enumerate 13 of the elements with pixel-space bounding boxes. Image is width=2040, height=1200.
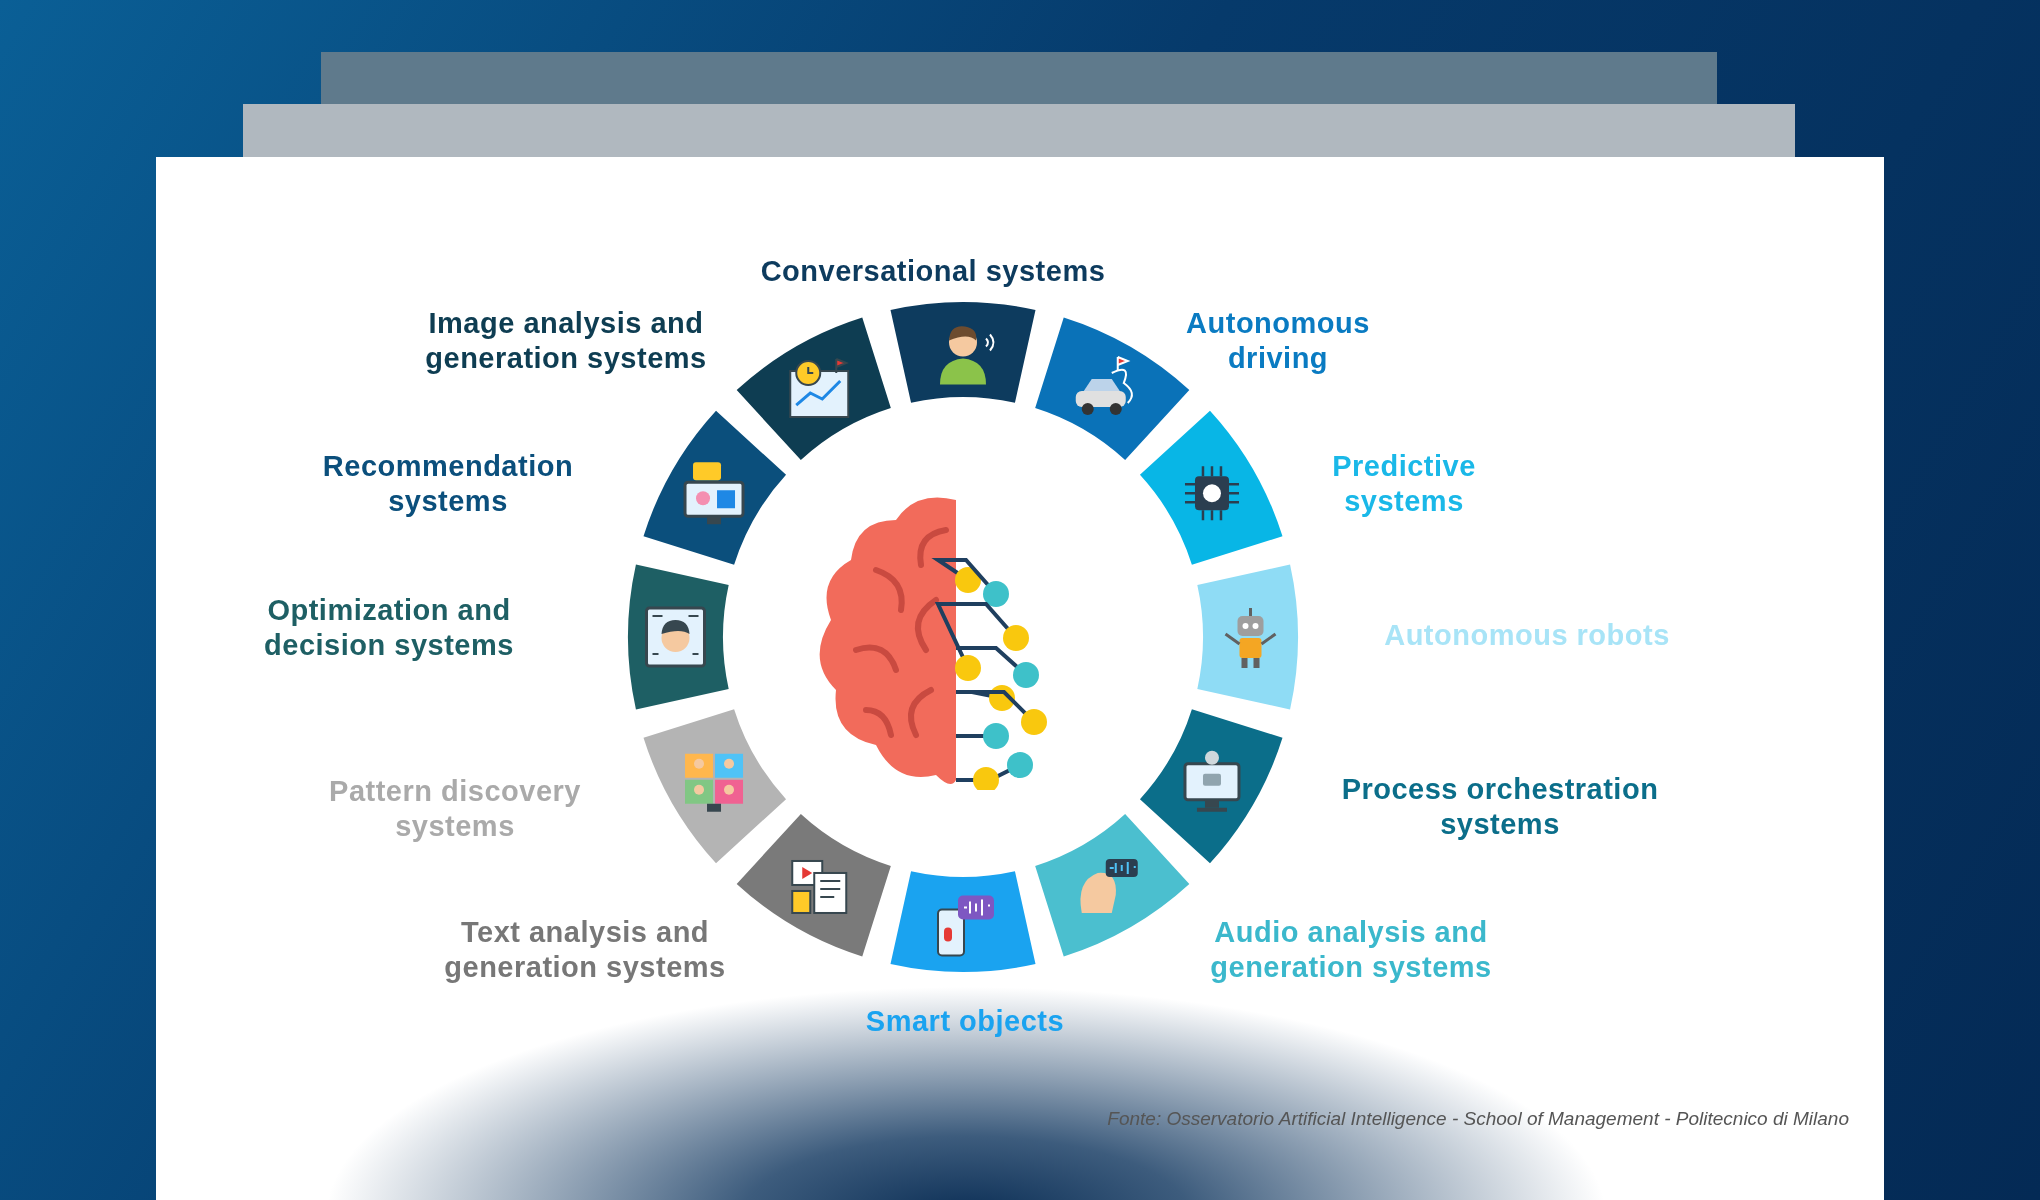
segment-label: Smart objects	[835, 1003, 1095, 1039]
segment-label: Conversational systems	[723, 253, 1143, 289]
segment-label: Pattern discovery systems	[305, 774, 605, 844]
source-caption: Fonte: Osservatorio Artificial Intelligence - School of Management - Politecnico di Milano	[1107, 1108, 1849, 1130]
segment-label: Predictive systems	[1284, 449, 1524, 519]
segment-label: Text analysis and generation systems	[415, 915, 755, 985]
segment-label: Process orchestration systems	[1310, 772, 1690, 842]
segment-label: Image analysis and generation systems	[396, 306, 736, 376]
segment-label: Recommendation systems	[298, 449, 598, 519]
segment-label: Autonomous robots	[1347, 617, 1707, 653]
segment-label: Audio analysis and generation systems	[1181, 915, 1521, 985]
segment-label: Autonomous driving	[1158, 306, 1398, 376]
segment-label: Optimization and decision systems	[239, 593, 539, 663]
